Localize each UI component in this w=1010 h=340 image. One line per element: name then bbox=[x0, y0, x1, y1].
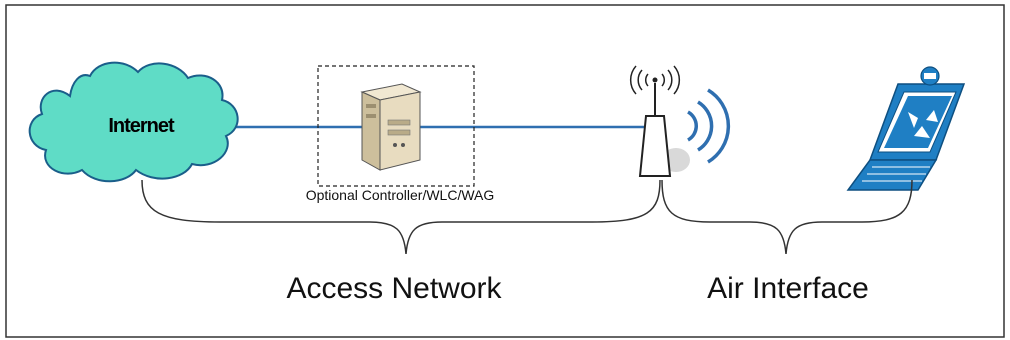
server-icon bbox=[360, 83, 422, 171]
air-interface-brace bbox=[661, 179, 913, 255]
access-point-icon bbox=[629, 65, 690, 177]
access-network-brace bbox=[141, 179, 661, 255]
controller-dashed-box bbox=[317, 65, 475, 187]
cloud-icon: Internet bbox=[28, 61, 239, 183]
controller-label: Optional Controller/WLC/WAG bbox=[306, 187, 495, 203]
laptop-icon bbox=[846, 66, 966, 191]
access-network-label: Access Network bbox=[286, 272, 502, 305]
air-interface-label: Air Interface bbox=[707, 272, 869, 305]
radio-waves-icon bbox=[687, 88, 731, 164]
cloud-label: Internet bbox=[108, 115, 175, 137]
